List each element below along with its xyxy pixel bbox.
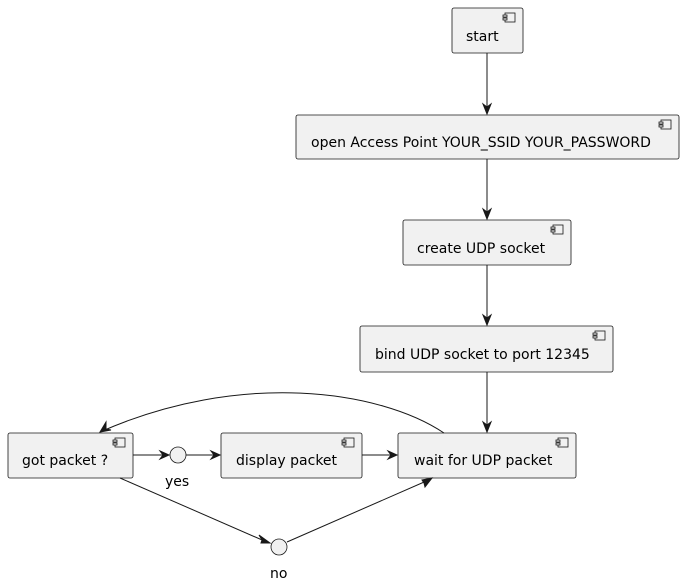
component-icon <box>341 437 355 448</box>
component-wait-for-udp-packet: wait for UDP packet <box>397 432 577 479</box>
edge-wait-to-got-packet <box>99 392 445 434</box>
edge-bind-to-wait <box>481 372 493 434</box>
interface-yes: yes <box>165 446 189 490</box>
component-icon <box>550 224 564 235</box>
component-create-udp-socket: create UDP socket <box>402 219 572 266</box>
component-got-packet: got packet ? <box>7 432 134 479</box>
component-icon <box>592 330 606 341</box>
component-label: display packet <box>236 453 338 469</box>
component-open-access-point: open Access Point YOUR_SSID YOUR_PASSWOR… <box>295 114 680 160</box>
component-display-packet: display packet <box>220 432 363 479</box>
component-icon <box>112 437 126 448</box>
edge-open-ap-to-create-socket <box>481 159 493 221</box>
interface-no: no <box>270 538 287 582</box>
component-bind-udp-socket: bind UDP socket to port 12345 <box>359 325 614 373</box>
interface-label: no <box>270 566 287 582</box>
component-start: start <box>451 7 524 54</box>
component-icon <box>555 437 569 448</box>
component-label: got packet ? <box>22 453 108 469</box>
component-icon <box>502 12 516 23</box>
edge-got-packet-to-yes <box>133 449 171 461</box>
edge-display-to-wait <box>362 449 399 461</box>
component-label: open Access Point YOUR_SSID YOUR_PASSWOR… <box>311 135 651 151</box>
component-label: bind UDP socket to port 12345 <box>375 347 590 363</box>
edge-yes-to-display <box>186 449 222 461</box>
edge-create-socket-to-bind <box>481 265 493 327</box>
component-label: wait for UDP packet <box>414 453 553 469</box>
interface-label: yes <box>165 474 189 490</box>
edge-no-to-wait <box>286 477 434 543</box>
component-icon <box>658 119 672 130</box>
edge-start-to-open-ap <box>481 53 493 116</box>
edge-got-packet-to-no <box>119 477 272 544</box>
component-label: create UDP socket <box>417 241 546 257</box>
component-label: start <box>466 29 499 45</box>
